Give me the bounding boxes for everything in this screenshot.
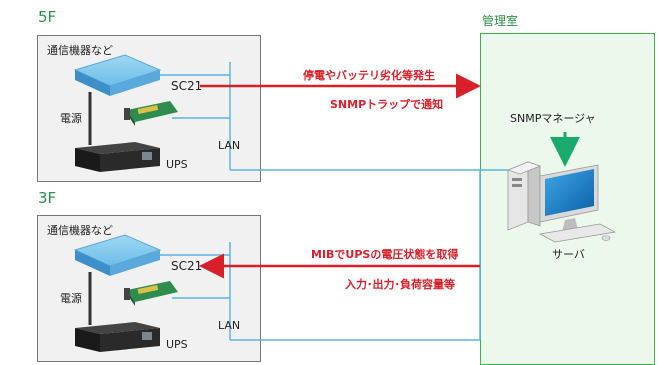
server-computer <box>506 161 617 243</box>
sc21-card-5f <box>124 101 178 126</box>
ups-label-5f: UPS <box>166 158 188 171</box>
sc21-card-3f <box>124 281 178 306</box>
lan-label-3f: LAN <box>218 319 241 332</box>
snmp-manager-label: SNMPマネージャ <box>510 112 596 125</box>
trap-text-line2: SNMPトラップで通知 <box>330 98 444 111</box>
get-text-line1: MIBでUPSの電圧状態を取得 <box>311 248 459 261</box>
get-text-line2: 入力･出力･負荷容量等 <box>345 278 455 291</box>
power-label-3f: 電源 <box>60 292 82 305</box>
network-device-5f <box>73 54 162 96</box>
sc21-label-3f: SC21 <box>171 259 203 273</box>
trap-text-line1: 停電やバッテリ劣化等発生 <box>303 69 435 82</box>
floor-3f-label: 3F <box>38 189 57 207</box>
sc21-label-5f: SC21 <box>171 79 203 93</box>
ups-label-3f: UPS <box>166 338 188 351</box>
network-diagram <box>73 54 617 352</box>
power-label-5f: 電源 <box>60 112 82 125</box>
devices-label-3f: 通信機器など <box>47 224 113 237</box>
ups-unit-3f <box>75 322 160 352</box>
network-device-3f <box>73 234 162 276</box>
devices-label-5f: 通信機器など <box>47 44 113 57</box>
management-room-label: 管理室 <box>482 14 519 28</box>
ups-unit-5f <box>75 142 160 172</box>
lan-label-5f: LAN <box>218 139 241 152</box>
server-label: サーバ <box>552 248 585 261</box>
floor-5f-label: 5F <box>38 8 57 26</box>
